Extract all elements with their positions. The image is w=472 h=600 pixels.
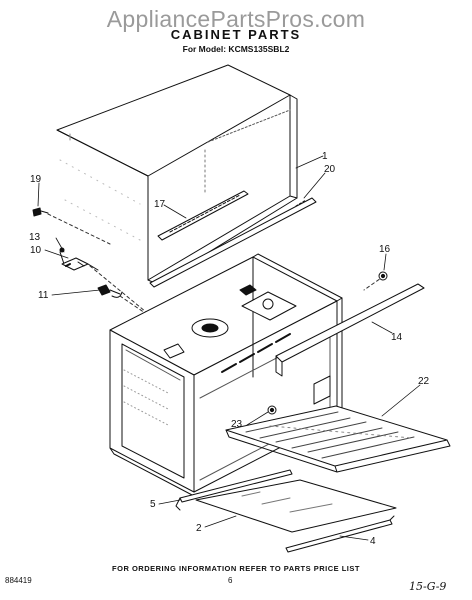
oven-cavity-chassis (109, 253, 343, 497)
callout-10: 10 (30, 245, 42, 256)
callout-19: 19 (30, 174, 42, 185)
callout-11: 11 (38, 290, 49, 301)
fastener-part (267, 405, 277, 415)
handwritten-mark: 15-G-9 (409, 580, 447, 593)
front-trim-bar-part (275, 283, 425, 377)
callout-23: 23 (231, 419, 243, 430)
callout-17: 17 (154, 199, 166, 210)
callout-5: 5 (150, 499, 156, 510)
callout-13: 13 (29, 232, 41, 243)
leader-lines (37, 155, 421, 541)
callout-16: 16 (379, 244, 391, 255)
callout-2: 2 (196, 523, 202, 534)
callout-labels: 1 20 17 19 13 10 11 16 14 22 23 5 2 4 (29, 151, 430, 547)
nut-part (378, 271, 388, 281)
callout-22: 22 (418, 376, 430, 387)
page-title: CABINET PARTS (170, 27, 302, 42)
side-strip-part (157, 190, 249, 241)
model-subtitle: For Model: KCMS135SBL2 (182, 44, 290, 54)
left-rail-part (175, 469, 293, 511)
callout-14: 14 (391, 332, 403, 343)
cabinet-wrapper-part (56, 64, 298, 285)
watermark: AppliancePartsPros.com (106, 6, 366, 32)
callout-4: 4 (370, 536, 376, 547)
latch-part (97, 284, 123, 298)
bottom-plate-part (225, 405, 451, 473)
screw-part (32, 207, 49, 217)
right-rail-part (285, 515, 395, 553)
glass-tray-part (195, 479, 397, 533)
bottom-trim-strip-part (149, 197, 317, 288)
document-number: 884419 (5, 576, 32, 585)
hinge-bracket-part (59, 247, 99, 271)
page-number: 6 (228, 576, 233, 585)
callout-20: 20 (324, 164, 336, 175)
ordering-info-footer: FOR ORDERING INFORMATION REFER TO PARTS … (112, 564, 360, 573)
callout-1: 1 (322, 151, 328, 162)
